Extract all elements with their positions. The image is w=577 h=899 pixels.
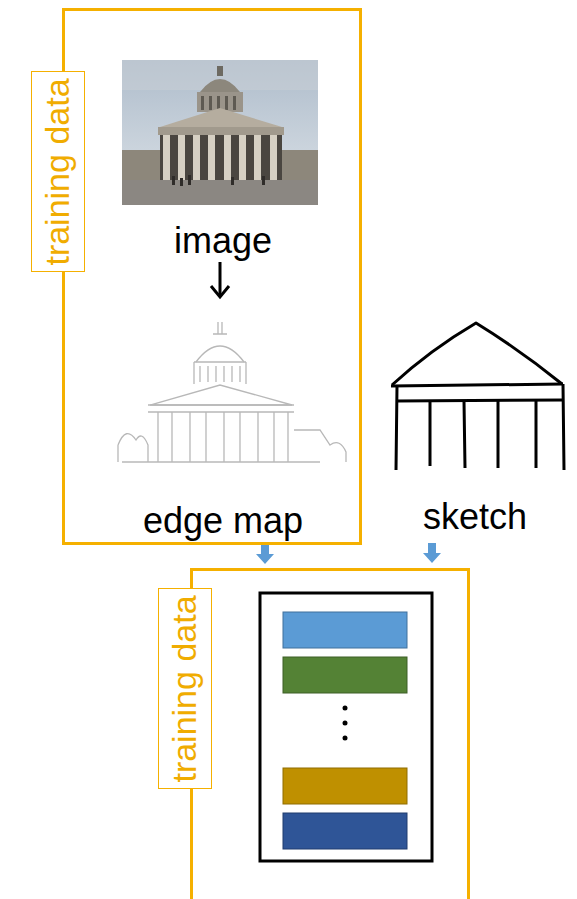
sketch-drawing [391, 323, 564, 470]
vertical-tag: training data [31, 71, 85, 272]
edge-map [118, 322, 346, 462]
photo [122, 60, 318, 205]
down-arrow [211, 262, 229, 297]
image-caption: image [174, 221, 272, 261]
vertical-label: training data [166, 595, 203, 782]
sketch-caption: sketch [423, 497, 527, 537]
training-data-box: training dataimageedge map [62, 8, 362, 545]
training-data-box: training data [190, 568, 470, 899]
block-arrow [423, 543, 441, 563]
arrow-shape [256, 543, 274, 564]
block-arrow [256, 543, 274, 564]
edge-map-caption: edge map [143, 501, 303, 541]
vertical-tag: training data [158, 588, 212, 789]
vertical-label: training data [39, 78, 76, 265]
model-stack [260, 593, 432, 861]
